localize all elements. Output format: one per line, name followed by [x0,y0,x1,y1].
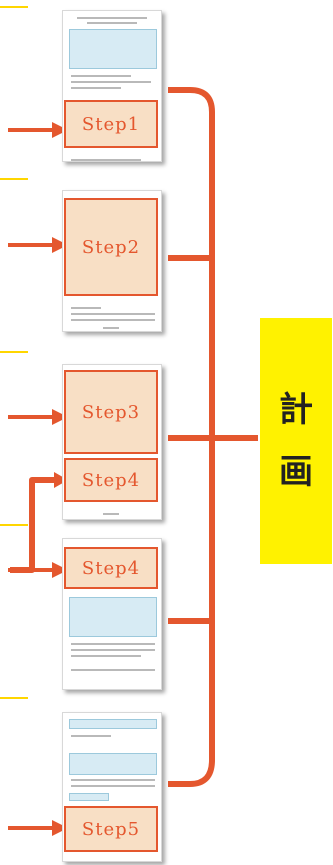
arrow-step1-head [52,122,68,138]
yellow-tick [0,524,28,526]
step1-label: Step1 [64,100,158,148]
arrow-step4-head [52,562,68,578]
yellow-tick [0,6,28,8]
plan-char-1: 計 [279,390,313,430]
yellow-tick [0,351,28,353]
step4-label-upper: Step4 [64,458,158,502]
plan-box: 計 画 [260,318,332,564]
plan-char-2: 画 [279,452,313,492]
arrow-step3-head [52,409,68,425]
arrow-step2-head [52,237,68,253]
step4-label-lower: Step4 [64,547,158,589]
yellow-tick [0,697,28,699]
arrow-step4-up-head [54,472,68,488]
step5-label: Step5 [64,806,158,852]
step3-label: Step3 [64,370,158,454]
yellow-tick [0,178,28,180]
arrow-step5-head [52,820,68,836]
step2-label: Step2 [64,198,158,296]
